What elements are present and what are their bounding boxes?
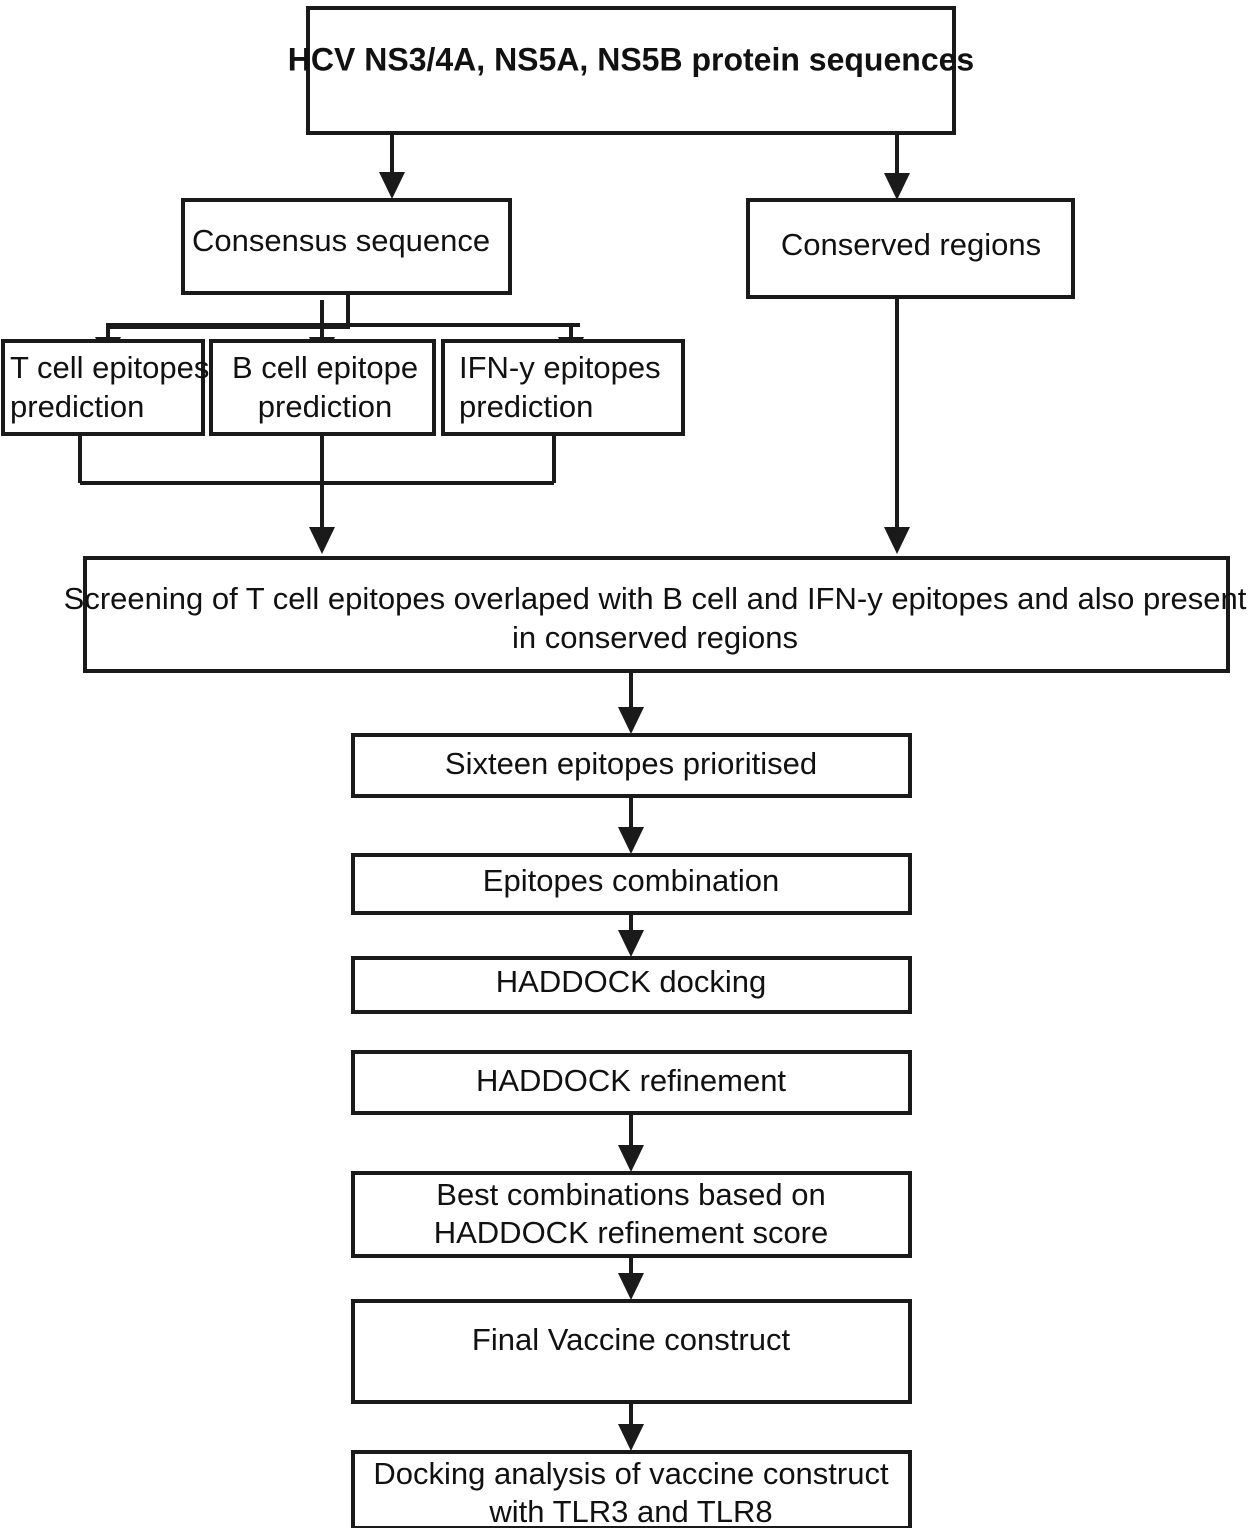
node-epitopes-combination-label: Epitopes combination: [483, 863, 779, 898]
node-b-cell-prediction[interactable]: B cell epitope prediction: [209, 339, 436, 436]
node-haddock-refinement-label: HADDOCK refinement: [476, 1063, 786, 1098]
connector-best-to-final: [618, 1256, 644, 1300]
node-t-cell-prediction[interactable]: T cell epitopes prediction: [1, 339, 209, 436]
node-consensus-sequence-label: Consensus sequence: [192, 223, 490, 258]
node-ifn-gamma-prediction-line2: prediction: [459, 389, 593, 424]
node-sixteen-epitopes[interactable]: Sixteen epitopes prioritised: [351, 733, 912, 798]
node-docking-analysis-line1: Docking analysis of vaccine construct: [373, 1456, 889, 1491]
node-t-cell-prediction-line2: prediction: [10, 389, 144, 424]
connector-final-to-analysis: [618, 1402, 644, 1451]
node-haddock-docking-label: HADDOCK docking: [496, 964, 766, 999]
connector-screening-to-sixteen: [618, 671, 644, 734]
node-t-cell-prediction-line1: T cell epitopes: [10, 350, 209, 385]
node-docking-analysis[interactable]: Docking analysis of vaccine construct wi…: [351, 1450, 912, 1528]
node-best-combinations-line2: HADDOCK refinement score: [434, 1215, 829, 1250]
node-ifn-gamma-prediction[interactable]: IFN-y epitopes prediction: [441, 339, 685, 436]
node-ifn-gamma-prediction-line1: IFN-y epitopes: [459, 350, 661, 385]
node-consensus-sequence[interactable]: Consensus sequence: [181, 198, 512, 295]
node-final-vaccine-construct[interactable]: Final Vaccine construct: [351, 1299, 912, 1404]
connector-predictions-merge: [78, 434, 556, 554]
node-conserved-regions-label: Conserved regions: [781, 227, 1041, 262]
connector-combination-to-docking: [618, 913, 644, 957]
node-best-combinations-line1: Best combinations based on: [436, 1177, 825, 1212]
node-source-sequences-label: HCV NS3/4A, NS5A, NS5B protein sequences: [288, 41, 974, 77]
node-conserved-regions[interactable]: Conserved regions: [746, 198, 1075, 299]
node-b-cell-prediction-line1: B cell epitope: [232, 350, 418, 385]
node-best-combinations[interactable]: Best combinations based on HADDOCK refin…: [351, 1171, 912, 1258]
node-haddock-refinement[interactable]: HADDOCK refinement: [351, 1050, 912, 1115]
connector-conserved-to-screening: [884, 297, 910, 554]
connector-source-to-consensus: [379, 133, 405, 199]
connector-sixteen-to-combination: [618, 796, 644, 854]
connector-refinement-to-best: [618, 1113, 644, 1172]
node-final-vaccine-construct-label: Final Vaccine construct: [472, 1322, 791, 1357]
node-epitopes-combination[interactable]: Epitopes combination: [351, 853, 912, 915]
node-source-sequences[interactable]: HCV NS3/4A, NS5A, NS5B protein sequences: [288, 6, 974, 135]
node-haddock-docking[interactable]: HADDOCK docking: [351, 956, 912, 1014]
node-docking-analysis-line2: with TLR3 and TLR8: [488, 1494, 772, 1528]
node-screening-line1: Screening of T cell epitopes overlaped w…: [64, 581, 1247, 616]
node-sixteen-epitopes-label: Sixteen epitopes prioritised: [445, 746, 817, 781]
node-b-cell-prediction-line2: prediction: [258, 389, 392, 424]
connector-source-to-conserved: [884, 133, 910, 200]
node-screening[interactable]: Screening of T cell epitopes overlaped w…: [64, 556, 1247, 673]
node-screening-line2: in conserved regions: [512, 620, 798, 655]
